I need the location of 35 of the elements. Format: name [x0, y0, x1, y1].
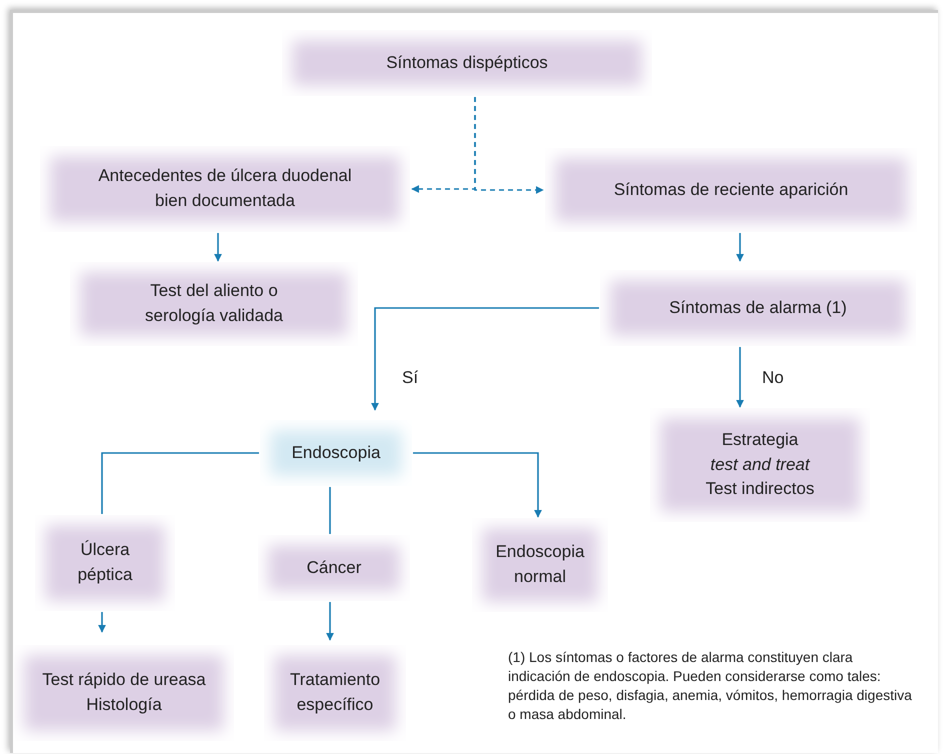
node-label: Test rápido de ureasa Histología: [41, 669, 207, 716]
node-label: Síntomas de alarma (1): [669, 296, 847, 319]
node-label: Tratamiento específico: [288, 669, 382, 716]
node-label: Síntomas de reciente aparición: [614, 178, 848, 201]
process-box: [40, 146, 410, 232]
footnote: (1) Los síntomas o factores de alarma constituyen clara indicación de endoscopia. Pueden considerarse como tales: pérdida de peso, disfagia, anemia, vómitos, hemorragia digestiva o masa abdominal.: [508, 648, 913, 724]
node-label: Síntomas dispépticos: [386, 52, 548, 74]
connector-arrow: [736, 233, 744, 262]
node-label: Estrategia: [722, 429, 798, 452]
connector-arrow: [371, 307, 599, 411]
connector-arrow: [326, 602, 334, 641]
node-label: Endoscopia normal: [494, 541, 586, 588]
node-label: Cáncer: [306, 556, 362, 579]
process-box: [264, 645, 406, 741]
process-box: [472, 518, 608, 612]
process-box: [258, 535, 410, 601]
process-box: [650, 408, 870, 522]
connector-arrow: [98, 612, 106, 633]
connector-arrow: [214, 233, 222, 262]
highlighted-process-box: [260, 420, 412, 486]
node-label: Úlcera péptica: [76, 539, 134, 586]
process-box: [545, 148, 917, 232]
process-box: [70, 262, 358, 346]
node-label: Antecedentes de úlcera duodenal bien documentada: [97, 165, 353, 212]
node-label: Endoscopia: [292, 442, 380, 464]
process-box: [600, 270, 916, 346]
process-box: [35, 515, 175, 611]
node-label: Test del aliento o serología validada: [144, 280, 284, 327]
process-box: [14, 645, 234, 741]
process-box: [282, 30, 652, 96]
connector-arrow: [736, 347, 744, 408]
node-label: test and treat: [710, 454, 810, 476]
connector-arrow: [474, 97, 544, 194]
node-label: Test indirectos: [706, 478, 814, 500]
connector-arrow: [413, 452, 542, 518]
